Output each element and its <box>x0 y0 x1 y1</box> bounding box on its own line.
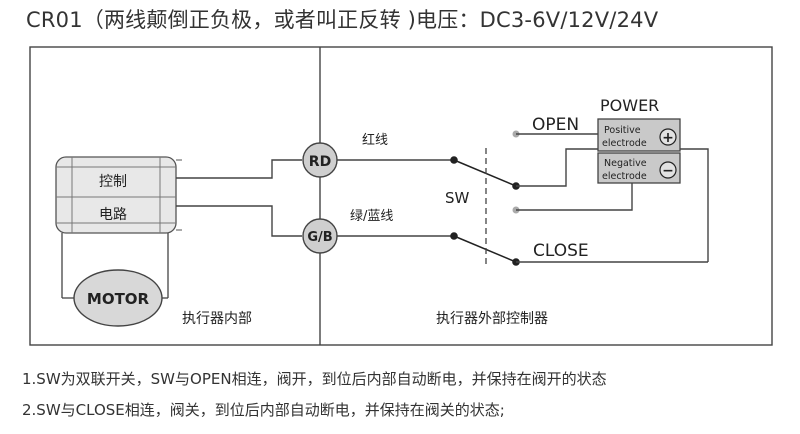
svg-text:−: − <box>662 163 674 179</box>
external-label: 执行器外部控制器 <box>436 311 548 327</box>
green-blue-wire-label: 绿/蓝线 <box>350 209 393 224</box>
minus-icon <box>659 161 677 179</box>
sw-blade-bottom <box>453 235 517 263</box>
negative-label-2: electrode <box>602 171 647 182</box>
outer-frame <box>29 46 773 346</box>
control-label: 控制 <box>99 174 127 190</box>
motor-label: MOTOR <box>87 290 150 308</box>
open-label: OPEN <box>532 115 579 135</box>
note-1: 1.SW为双联开关，SW与OPEN相连，阀开，到位后内部自动断电，并保持在阀开的… <box>22 370 607 388</box>
internal-label: 执行器内部 <box>182 311 252 327</box>
sw-label: SW <box>445 189 470 207</box>
close-label: CLOSE <box>533 241 589 261</box>
positive-label-1: Positive <box>604 125 641 136</box>
circuit-label: 电路 <box>99 207 127 223</box>
positive-label-2: electrode <box>602 138 647 149</box>
negative-label-1: Negative <box>604 158 647 169</box>
plus-icon <box>659 128 677 146</box>
svg-text:+: + <box>662 130 674 146</box>
power-label: POWER <box>600 96 659 115</box>
control-block <box>55 156 182 234</box>
page-title: CR01（两线颠倒正负极，或者叫正反转 )电压：DC3-6V/12V/24V <box>26 8 659 32</box>
red-wire-label: 红线 <box>362 132 388 148</box>
sw-blade-top <box>453 159 517 187</box>
motor-shape <box>73 269 163 327</box>
rd-label: RD <box>309 154 331 170</box>
note-2: 2.SW与CLOSE相连，阀关，到位后内部自动断电，并保持在阀关的状态; <box>22 401 505 419</box>
gb-label: G/B <box>307 230 332 245</box>
